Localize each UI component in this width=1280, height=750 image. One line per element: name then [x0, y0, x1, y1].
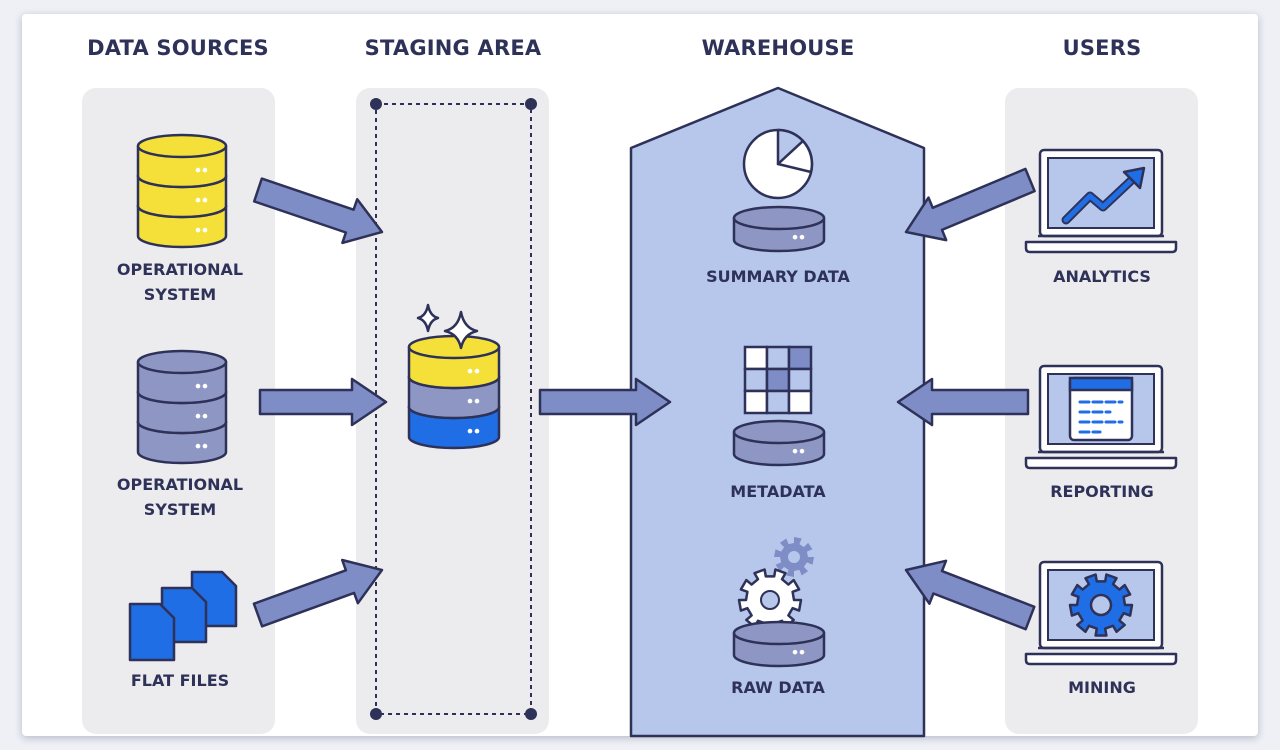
- grid-pattern-icon: [743, 345, 813, 415]
- arrow-warehouse-to-mining: [904, 559, 1036, 631]
- source-label: FLAT FILES: [130, 671, 230, 690]
- warehouse-item-label: RAW DATA: [731, 678, 825, 697]
- metadata-disk-icon: [732, 419, 826, 467]
- arrow-source-1-to-staging: [252, 177, 384, 245]
- sparkle-icon: [416, 303, 479, 350]
- warehouse-item-label: SUMMARY DATA: [706, 267, 850, 286]
- trend-chart-laptop-icon: [1024, 148, 1178, 254]
- column-title-staging-area: STAGING AREA: [364, 36, 542, 60]
- files-icon: [128, 570, 238, 662]
- arrow-warehouse-to-reporting: [896, 377, 1030, 427]
- arrow-source-2-to-staging: [258, 377, 388, 427]
- warehouse-item-label: METADATA: [730, 482, 826, 501]
- column-title-data-sources: DATA SOURCES: [87, 36, 269, 60]
- user-label: MINING: [1068, 678, 1136, 697]
- arrow-source-3-to-staging: [252, 558, 384, 628]
- yellow-database-icon: [136, 133, 228, 249]
- raw-data-disk-icon: [732, 620, 826, 668]
- gear-laptop-icon: [1024, 560, 1178, 666]
- user-label: REPORTING: [1050, 482, 1154, 501]
- report-laptop-icon: [1024, 364, 1178, 470]
- column-title-warehouse: WAREHOUSE: [701, 36, 855, 60]
- arrow-staging-to-warehouse: [538, 377, 672, 427]
- gray-database-icon: [136, 349, 228, 465]
- column-title-users: USERS: [1062, 36, 1142, 60]
- staging-database-icon: [407, 334, 501, 450]
- pie-chart-icon: [742, 128, 814, 200]
- summary-data-disk-icon: [732, 205, 826, 253]
- user-label: ANALYTICS: [1053, 267, 1151, 286]
- source-label: OPERATIONAL SYSTEM: [116, 475, 244, 519]
- arrow-warehouse-to-analytics: [904, 167, 1036, 242]
- source-label: OPERATIONAL SYSTEM: [116, 260, 244, 304]
